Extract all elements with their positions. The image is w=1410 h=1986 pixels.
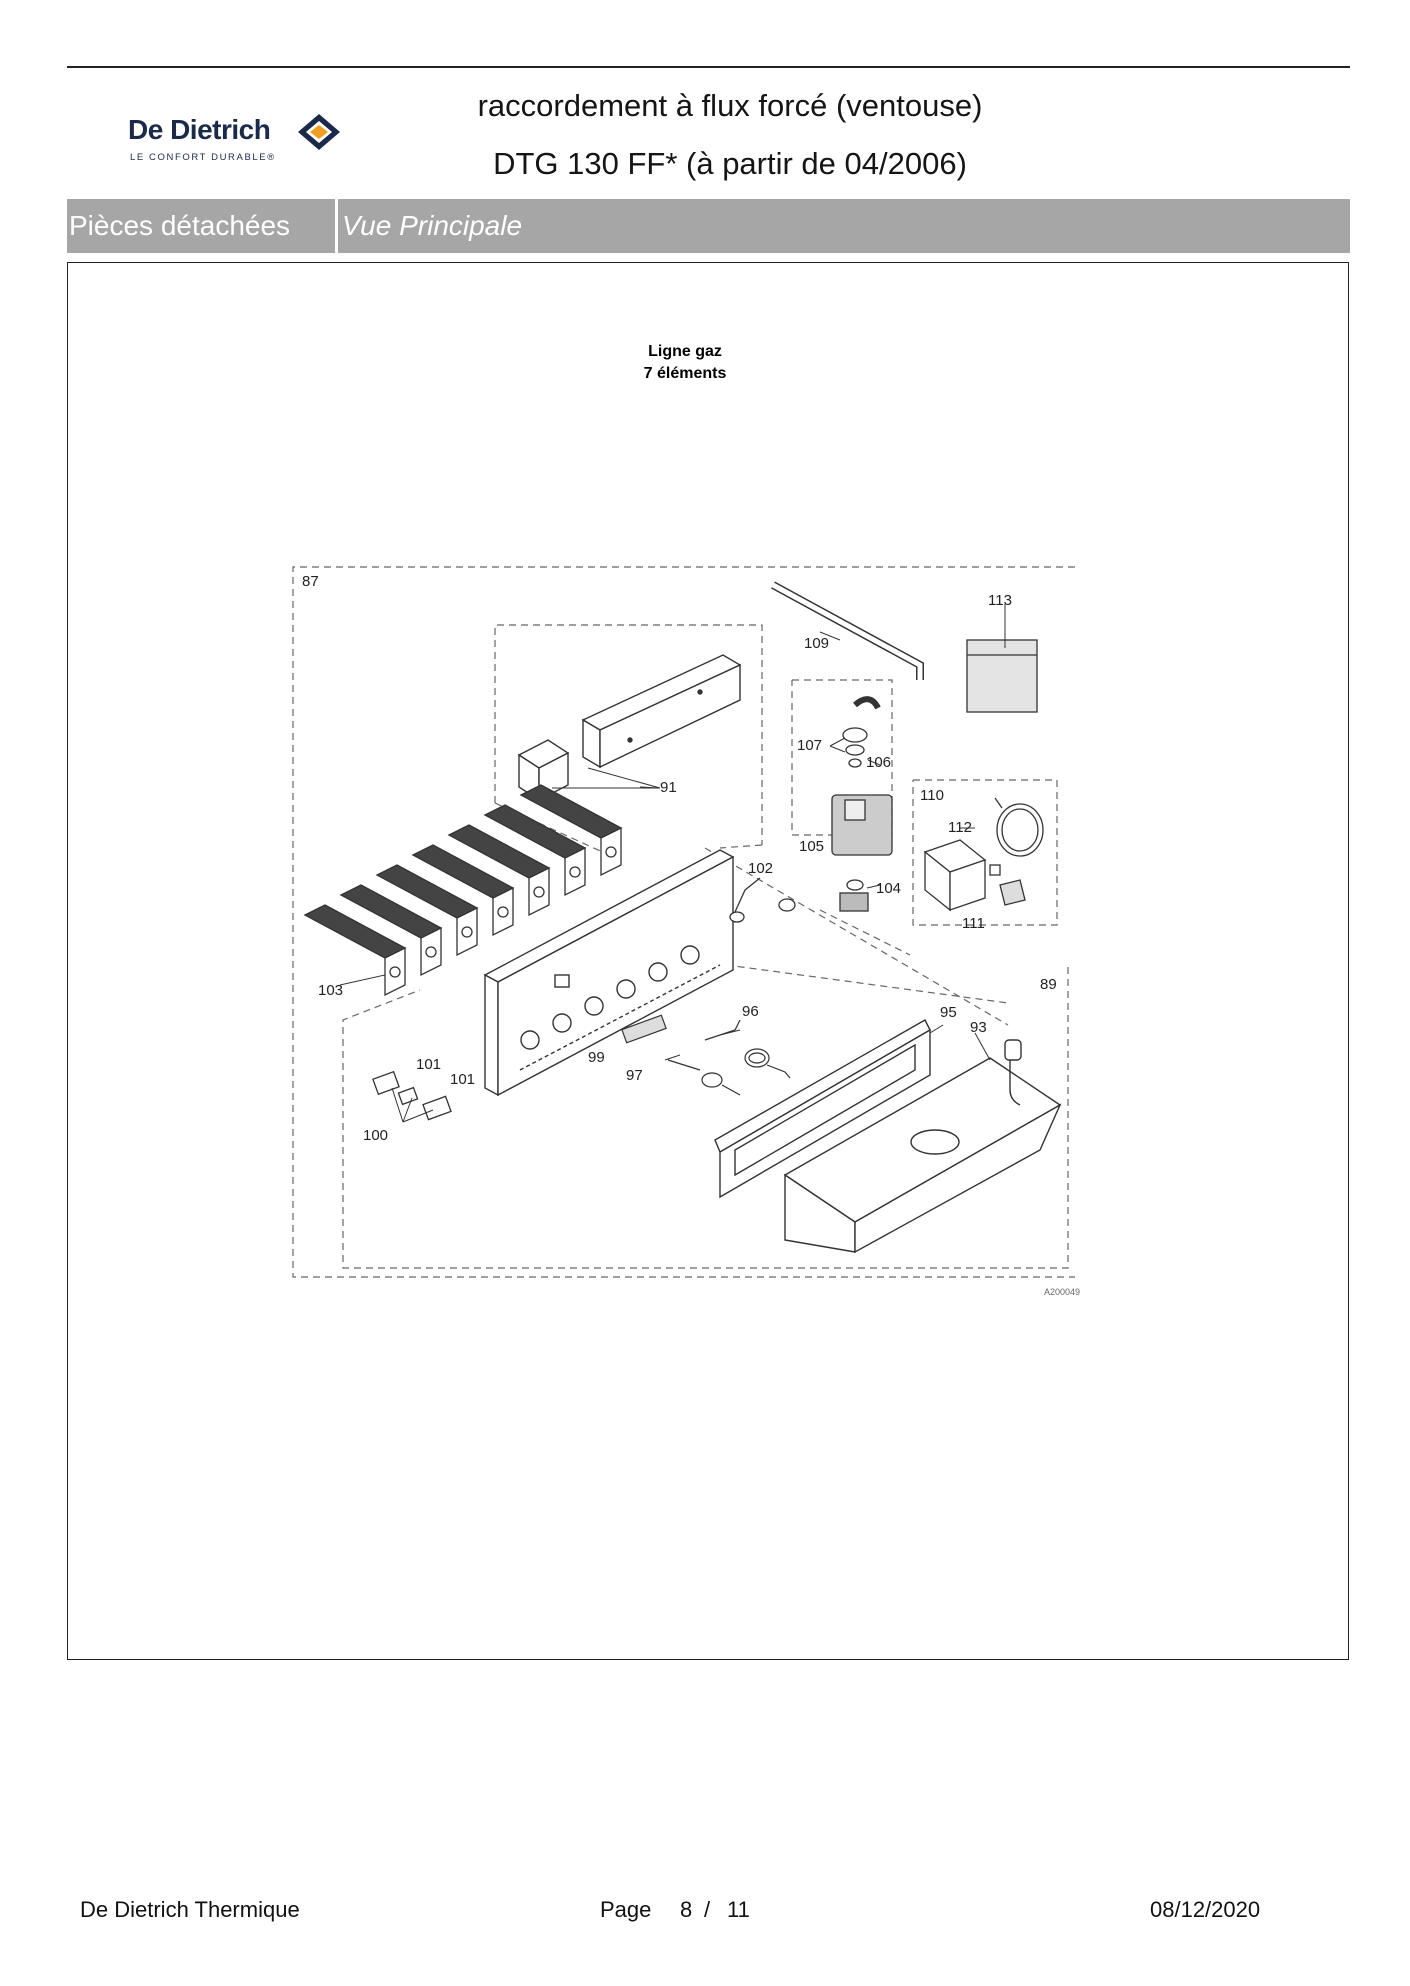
brand-name: De Dietrich — [128, 114, 271, 145]
callout-96: 96 — [742, 1003, 759, 1020]
front-plate — [483, 849, 735, 1097]
brand-logo: De Dietrich LE CONFORT DURABLE® — [124, 108, 364, 168]
burner-cover-outline — [494, 624, 763, 845]
callout-93: 93 — [970, 1019, 987, 1036]
callout-112: 112 — [948, 819, 972, 836]
group-89-outline — [342, 967, 1069, 1269]
gaskets — [372, 1070, 452, 1121]
control-box — [923, 797, 1044, 912]
section-divider — [335, 199, 338, 253]
callout-99: 99 — [588, 1049, 605, 1066]
footer-page-current: 8 — [680, 1897, 693, 1922]
callout-109: 109 — [804, 635, 829, 652]
footer-date: 08/12/2020 — [1150, 1897, 1261, 1922]
document-title: raccordement à flux forcé (ventouse) — [477, 88, 983, 123]
callout-106: 106 — [866, 754, 891, 771]
callout-101-top: 101 — [416, 1056, 441, 1073]
section-bar: Pièces détachées Vue Principale — [67, 199, 1350, 253]
callout-103: 103 — [318, 982, 343, 999]
callout-97: 97 — [626, 1067, 643, 1084]
group-110-outline — [912, 779, 1058, 926]
gasket-plate — [714, 1019, 931, 1199]
ignition-electrodes — [621, 1014, 791, 1096]
callout-89: 89 — [1040, 976, 1057, 993]
drawing-reference: A200049 — [1044, 1287, 1080, 1297]
combustion-hood — [783, 1039, 1062, 1254]
callout-102: 102 — [748, 860, 773, 877]
footer-company: De Dietrich Thermique — [80, 1897, 300, 1922]
diagram-frame — [67, 262, 1349, 1660]
gas-valve — [831, 696, 893, 912]
diagram-subheading: 7 éléments — [644, 365, 727, 382]
view-label: Vue Principale — [342, 210, 523, 241]
gas-pipe — [771, 581, 924, 680]
document-subtitle: DTG 130 FF* (à partir de 04/2006) — [493, 146, 967, 181]
parts-bag — [966, 639, 1038, 713]
callout-105: 105 — [799, 838, 824, 855]
diagram-heading: Ligne gaz — [648, 343, 722, 360]
footer-page-label: Page — [600, 1897, 652, 1922]
callout-87: 87 — [302, 573, 319, 590]
callout-101-bottom: 101 — [450, 1071, 475, 1088]
brand-tagline: LE CONFORT DURABLE® — [130, 152, 276, 163]
group-87-outline — [292, 566, 1075, 1278]
header-rule — [67, 66, 1350, 68]
callout-104: 104 — [876, 880, 901, 897]
callout-91: 91 — [660, 779, 677, 796]
exploded-parts-diagram: Ligne gaz 7 éléments — [292, 343, 1080, 1297]
sensor — [729, 877, 796, 923]
footer-page-total: 11 — [727, 1897, 750, 1922]
callout-111: 111 — [962, 915, 985, 932]
burner-tubes — [303, 784, 623, 997]
callout-95: 95 — [940, 1004, 957, 1021]
callout-100: 100 — [363, 1127, 388, 1144]
callout-107: 107 — [797, 737, 822, 754]
heat-shield-block — [581, 654, 742, 769]
callout-113: 113 — [988, 592, 1012, 609]
brand-diamond-icon — [298, 114, 340, 150]
section-label: Pièces détachées — [69, 210, 291, 241]
footer-page-separator: / — [704, 1897, 711, 1922]
callout-110: 110 — [920, 787, 944, 804]
